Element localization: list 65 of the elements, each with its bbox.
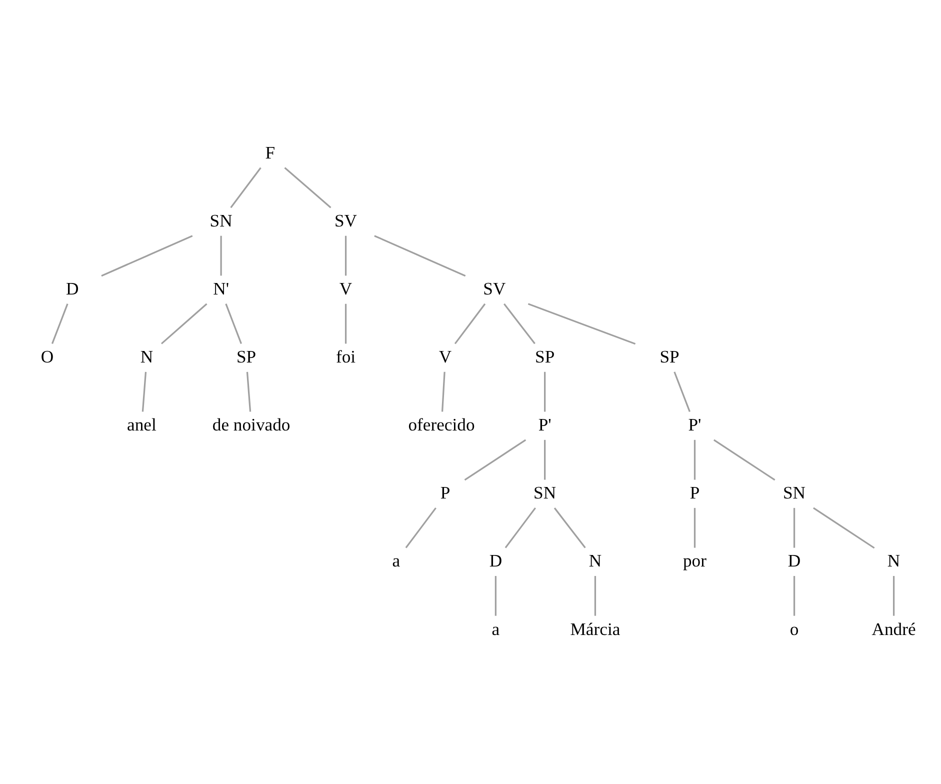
node-text: SP [660, 346, 680, 367]
node-text: O [40, 346, 54, 367]
node-text: anel [127, 414, 156, 435]
connector [544, 372, 546, 412]
node-text: SP [236, 346, 256, 367]
connector [101, 235, 193, 277]
connector [284, 167, 332, 208]
connector [454, 303, 486, 344]
connector [441, 372, 446, 412]
node-text: V [438, 346, 452, 367]
node-text: P' [688, 414, 702, 435]
node-text: André [872, 618, 916, 639]
connector [220, 236, 222, 276]
node-text: N [887, 550, 900, 571]
connector [464, 439, 526, 481]
node-text: V [339, 278, 352, 299]
connector [225, 304, 242, 344]
node-text: D [788, 550, 801, 571]
node-text: Márcia [570, 618, 620, 639]
node-text: N [140, 346, 154, 367]
connector [594, 576, 596, 616]
node-text: o [790, 618, 799, 639]
connector [160, 303, 208, 344]
connector [504, 303, 536, 344]
connector [344, 304, 347, 344]
connector [494, 576, 497, 616]
connector [504, 507, 536, 548]
node-text: por [682, 550, 706, 571]
connector [374, 235, 466, 277]
connector [528, 303, 636, 345]
connector [405, 507, 436, 548]
connector [892, 576, 895, 616]
connector [246, 372, 252, 412]
node-text: SV [483, 278, 506, 299]
connector [142, 372, 147, 412]
node-text: a [392, 550, 400, 571]
node-text: SP [535, 346, 555, 367]
connector [674, 372, 690, 412]
connector [793, 508, 796, 548]
node-text: N [588, 550, 602, 571]
node-text: SN [783, 482, 806, 503]
node-text: a [492, 618, 500, 639]
connector [813, 507, 875, 549]
node-text: P [440, 482, 450, 503]
connector [230, 167, 262, 208]
node-text: D [489, 550, 502, 571]
connector [51, 304, 68, 344]
node-text: N' [213, 278, 230, 299]
connector [713, 439, 776, 481]
node-text: foi [336, 346, 356, 367]
node-text: SV [334, 210, 358, 231]
connector [793, 576, 796, 616]
node-text: P' [538, 414, 552, 435]
node-text: SN [534, 482, 556, 503]
connector [694, 508, 696, 548]
node-text: D [66, 278, 79, 299]
connector [544, 440, 546, 480]
connector [554, 507, 586, 548]
node-text: oferecido [408, 414, 475, 435]
node-text: F [265, 142, 276, 163]
node-text: de noivado [212, 414, 290, 435]
connector [694, 440, 696, 480]
connector [344, 236, 347, 276]
node-text: SN [210, 210, 232, 231]
node-text: P [690, 482, 700, 503]
